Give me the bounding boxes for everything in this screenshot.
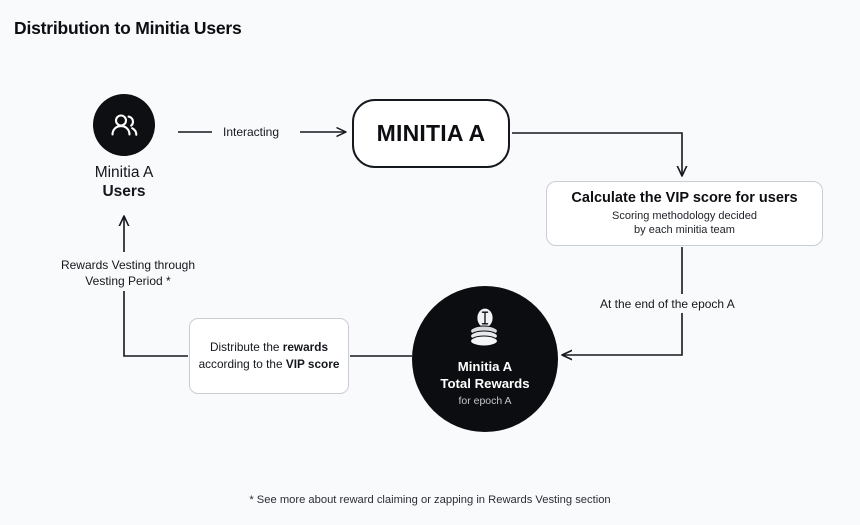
node-total-rewards-title: Minitia A Total Rewards	[440, 359, 529, 392]
users-icon	[93, 94, 155, 156]
node-distribute-line1: Distribute the rewards	[210, 339, 328, 356]
node-users-label-line1: Minitia A	[94, 164, 154, 181]
node-total-rewards-subtitle: for epoch A	[458, 395, 512, 408]
node-vip-title: Calculate the VIP score for users	[571, 189, 798, 206]
node-total-rewards-title-line2: Total Rewards	[440, 375, 530, 391]
edge-label-interacting: Interacting	[218, 124, 285, 141]
page-title: Distribution to Minitia Users	[14, 18, 242, 38]
edge-label-vesting-line1: Rewards Vesting through	[60, 258, 196, 272]
node-users-label-line2: Users	[102, 182, 146, 200]
node-distribute-line2-plain: according to the	[198, 357, 286, 371]
node-users-label: Minitia A Users	[60, 164, 188, 202]
node-total-rewards[interactable]: Minitia A Total Rewards for epoch A	[412, 286, 558, 432]
edge-label-vesting: Rewards Vesting through Vesting Period *	[36, 255, 220, 292]
node-minitia-a[interactable]: MINITIA A	[352, 99, 510, 168]
edge-epoch-to-rewards	[562, 313, 683, 355]
node-vip-subtitle-line2: by each minitia team	[634, 224, 735, 236]
node-total-rewards-title-line1: Minitia A	[457, 359, 513, 374]
node-distribute-line2-bold: VIP score	[285, 357, 340, 371]
node-calculate-vip-score[interactable]: Calculate the VIP score for users Scorin…	[546, 181, 823, 246]
edge-label-vesting-line2: Vesting Period *	[85, 274, 171, 289]
edge-distribute-to-vesting	[123, 290, 188, 357]
node-distribute-line1-plain: Distribute the	[209, 340, 283, 355]
node-minitia-users[interactable]: Minitia A Users	[60, 94, 188, 202]
node-vip-subtitle-line1: Scoring methodology decided	[612, 209, 757, 222]
node-distribute-rewards[interactable]: Distribute the rewards according to the …	[189, 318, 349, 394]
node-minitia-a-label: MINITIA A	[376, 120, 486, 146]
edge-minitia-to-vip	[512, 132, 682, 176]
edge-label-epoch: At the end of the epoch A	[594, 296, 741, 313]
node-distribute-line2: according to the VIP score	[199, 356, 340, 373]
node-distribute-line1-bold: rewards	[282, 340, 329, 355]
coins-stack-icon	[463, 307, 507, 352]
footnote: * See more about reward claiming or zapp…	[249, 494, 611, 506]
node-vip-subtitle: Scoring methodology decided by each mini…	[612, 209, 757, 237]
